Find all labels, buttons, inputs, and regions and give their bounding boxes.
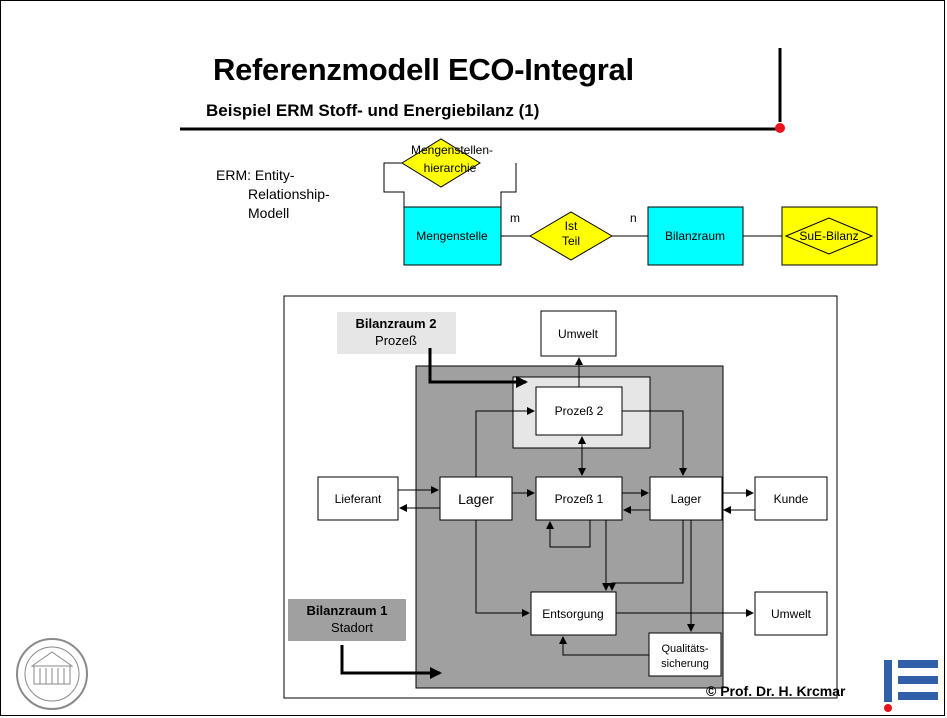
bilanzraum2-label-title: Bilanzraum 2	[356, 316, 437, 331]
bilanzraum2-pointer	[428, 348, 528, 388]
cardinality-n: n	[630, 211, 637, 225]
university-seal-logo	[16, 638, 88, 710]
bilanzraum1-label-title: Bilanzraum 1	[307, 603, 388, 618]
hierarchy-text-1: Mengenstellen-	[411, 143, 493, 157]
erm-diagram: Mengenstellen- hierarchie Mengenstelle m…	[383, 138, 878, 266]
cardinality-m: m	[510, 211, 520, 225]
edge-lagerleft-entsorgung	[475, 520, 530, 617]
entity-mengenstelle-text: Mengenstelle	[416, 229, 488, 243]
node-lager-right	[649, 476, 723, 521]
copyright-text: © Prof. Dr. H. Krcmar	[706, 683, 846, 699]
edge-lager-prozess2	[475, 407, 535, 477]
edge-lagerright-entsorgung	[608, 520, 684, 591]
erm-label-line3: Modell	[248, 205, 290, 221]
hierarchy-loop-line-right	[500, 163, 517, 210]
node-prozess2-text: Prozeß 2	[555, 404, 604, 418]
relationship-sue-bilanz	[784, 217, 874, 255]
node-lager-left	[439, 476, 513, 521]
node-lieferant-text: Lieferant	[335, 492, 382, 506]
node-qualitaet-text-1: Qualitäts-	[661, 643, 708, 655]
node-prozess2	[535, 386, 623, 436]
node-lager-right-text: Lager	[671, 492, 702, 506]
node-umwelt-bottom-text: Umwelt	[771, 607, 812, 621]
flow-diagram: Bilanzraum 2 Prozeß Bilanzraum 1 Stadort…	[283, 295, 838, 699]
node-umwelt-top	[540, 310, 617, 357]
sue-bilanz-text: SuE-Bilanz	[799, 229, 858, 243]
slide-title: Referenzmodell ECO-Integral	[213, 52, 634, 87]
entity-bilanzraum	[647, 206, 744, 266]
node-kunde-text: Kunde	[774, 492, 809, 506]
erm-definition-label: ERM: Entity- Relationship- Modell	[216, 166, 330, 223]
bilanzraum2-label-sub: Prozeß	[375, 333, 417, 348]
bilanzraum1-label-box	[288, 599, 406, 641]
node-umwelt-bottom	[754, 591, 828, 636]
node-kunde	[754, 476, 828, 521]
edge-prozess1-loop	[546, 520, 591, 548]
node-prozess1	[535, 476, 623, 521]
ist-teil-text-2: Teil	[562, 234, 580, 248]
node-umwelt-top-text: Umwelt	[558, 327, 599, 341]
bilanzraum1-pointer	[340, 645, 442, 679]
edge-qualitaet-entsorgung	[559, 636, 649, 656]
bilanzraum2-label-box	[337, 312, 456, 354]
bilanzraum1-label-sub: Stadort	[331, 620, 373, 635]
node-entsorgung-text: Entsorgung	[542, 607, 603, 621]
erm-label-line1: ERM: Entity-	[216, 167, 295, 183]
erm-label-line2: Relationship-	[248, 186, 330, 202]
node-entsorgung	[530, 591, 617, 636]
relationship-mengenstellenhierarchie	[401, 138, 481, 188]
hierarchy-text-2: hierarchie	[424, 161, 477, 175]
ist-teil-text-1: Ist	[565, 219, 578, 233]
node-lager-left-text: Lager	[458, 491, 494, 507]
edge-prozess2-lager	[622, 410, 687, 476]
node-prozess1-text: Prozeß 1	[555, 492, 604, 506]
node-qualitaetssicherung	[648, 632, 722, 677]
institution-logo	[884, 660, 938, 712]
node-lieferant	[317, 476, 399, 521]
title-accent-dot	[775, 123, 785, 133]
entity-bilanzraum-text: Bilanzraum	[665, 229, 725, 243]
slide-subtitle: Beispiel ERM Stoff- und Energiebilanz (1…	[206, 101, 540, 120]
node-qualitaet-text-2: sicherung	[661, 658, 709, 670]
